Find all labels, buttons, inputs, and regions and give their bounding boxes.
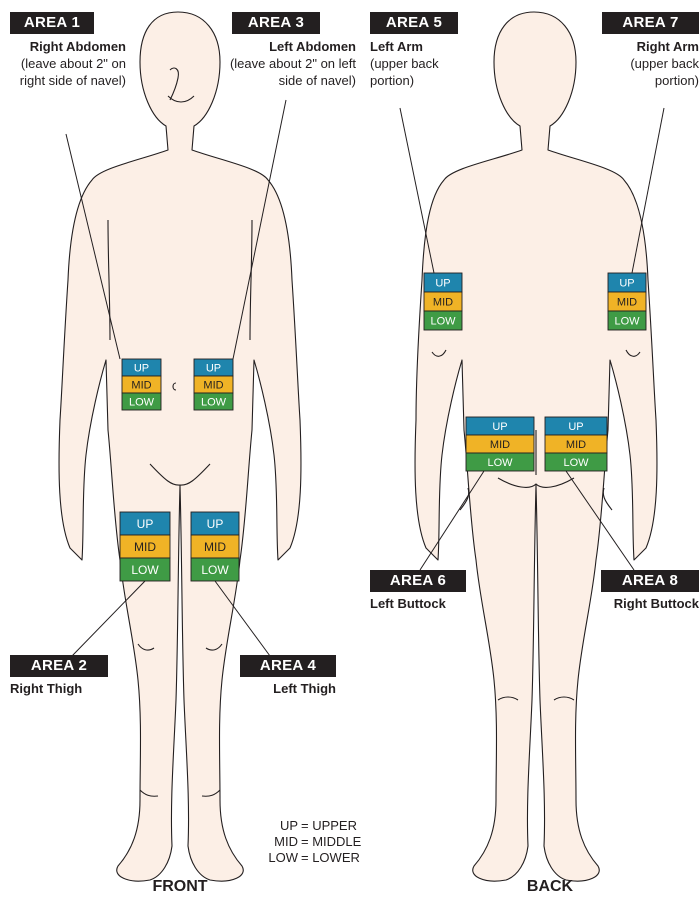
area-1-site: Right Abdomen [0,38,126,55]
area-7-middle-zone-label: MID [617,297,637,309]
area-4-label: Left Thigh [230,680,336,697]
legend-row-middle: MID= MIDDLE [258,834,361,850]
area-2-site: Right Thigh [10,680,130,697]
area-7-site: Right Arm [596,38,699,55]
area-6-tag: AREA 6 [370,570,466,592]
area-2-upper-zone-label: UP [137,517,154,531]
area-6-upper-zone-label: UP [492,421,507,433]
area-5-label: Left Arm (upper back portion) [370,38,470,89]
area-3-tag: AREA 3 [232,12,320,34]
area-6-lower-zone-label: LOW [487,457,513,469]
legend-row-upper: UP= UPPER [258,818,361,834]
area-3-label: Left Abdomen (leave about 2" on left sid… [222,38,356,89]
front-view-label: FRONT [140,878,220,896]
area-1-tag: AREA 1 [10,12,94,34]
area-4-site: Left Thigh [230,680,336,697]
area-4-lower-zone-label: LOW [201,563,229,577]
legend-abbr-middle: MID [258,834,298,850]
area-1-middle-zone-label: MID [131,380,151,392]
area-5-middle-zone-label: MID [433,297,453,309]
area-3-lower-zone-label: LOW [201,397,227,409]
legend-meaning-upper: = UPPER [298,818,357,833]
area-3-note: (leave about 2" on left side of navel) [222,55,356,89]
area-3-site: Left Abdomen [222,38,356,55]
area-5-note: (upper back portion) [370,55,470,89]
front-body-figure [59,12,301,881]
area-7-note: (upper back portion) [596,55,699,89]
area-2-label: Right Thigh [10,680,130,697]
area-2-tag: AREA 2 [10,655,108,677]
area-4-upper-zone-label: UP [207,517,224,531]
area-8-label: Right Buttock [589,595,699,612]
area-3-middle-zone-label: MID [203,380,223,392]
area-8-site: Right Buttock [589,595,699,612]
area-5-site: Left Arm [370,38,470,55]
area-1-lower-zone-label: LOW [129,397,155,409]
area-5-upper-zone-label: UP [435,278,450,290]
legend-meaning-lower: = LOWER [298,850,360,865]
area-2-lower-zone-label: LOW [131,563,159,577]
area-3-upper-zone-label: UP [206,363,221,375]
area-2-middle-zone-label: MID [134,540,156,554]
back-view-label: BACK [520,878,580,896]
area-4-tag: AREA 4 [240,655,336,677]
area-8-upper-zone-label: UP [568,421,583,433]
area-7-upper-zone-label: UP [619,278,634,290]
area-8-tag: AREA 8 [601,570,699,592]
area-1-note: (leave about 2" on right side of navel) [0,55,126,89]
zone-legend: UP= UPPER MID= MIDDLE LOW= LOWER [258,818,361,866]
back-body-figure [415,12,657,881]
area-6-site: Left Buttock [370,595,480,612]
area-5-tag: AREA 5 [370,12,458,34]
area-7-leader-line [632,108,664,273]
area-5-leader-line [400,108,434,273]
area-4-middle-zone-label: MID [204,540,226,554]
legend-abbr-upper: UP [258,818,298,834]
area-5-lower-zone-label: LOW [430,316,456,328]
area-7-tag: AREA 7 [602,12,699,34]
area-1-label: Right Abdomen (leave about 2" on right s… [0,38,126,89]
legend-meaning-middle: = MIDDLE [298,834,361,849]
area-6-middle-zone-label: MID [490,439,510,451]
legend-row-lower: LOW= LOWER [258,850,361,866]
area-8-lower-zone-label: LOW [563,457,589,469]
area-8-middle-zone-label: MID [566,439,586,451]
area-6-label: Left Buttock [370,595,480,612]
area-7-label: Right Arm (upper back portion) [596,38,699,89]
legend-abbr-lower: LOW [258,850,298,866]
area-7-lower-zone-label: LOW [614,316,640,328]
area-1-upper-zone-label: UP [134,363,149,375]
